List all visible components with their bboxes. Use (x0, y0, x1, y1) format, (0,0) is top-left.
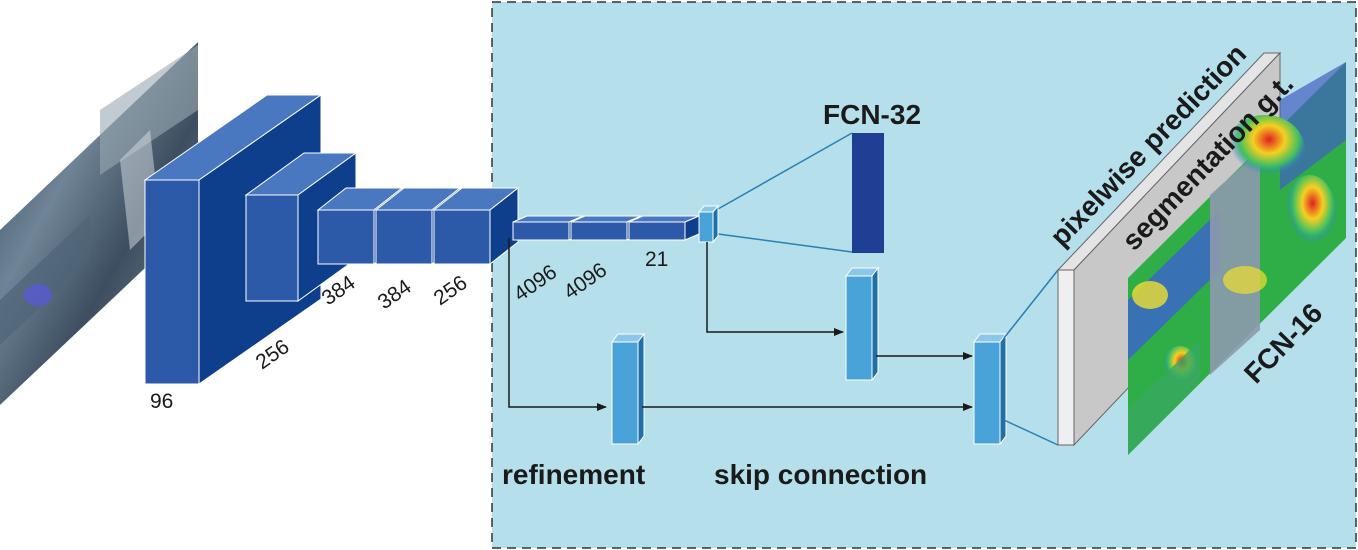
upsample-block (845, 266, 879, 382)
fcn32-label: FCN-32 (823, 99, 921, 130)
score-block (628, 215, 700, 241)
segmentation-heatmap (1128, 62, 1346, 455)
layer1-depth-label: 96 (150, 390, 173, 413)
fcn32-projection-top (717, 132, 853, 210)
score-label: 21 (645, 248, 668, 271)
fcn32-output-bar (852, 133, 884, 253)
connection-arrows (508, 238, 973, 411)
layer4-label: 384 (374, 275, 416, 314)
pool-to-refinement-arrow (508, 238, 607, 411)
skip-connection-label: skip connection (714, 459, 927, 490)
fc-blocks (512, 215, 700, 241)
fcn32-projection-bottom (717, 233, 853, 253)
conv5-block (432, 186, 520, 266)
score-pool-block (697, 204, 720, 244)
layer5-label: 256 (430, 271, 472, 310)
refinement-block (611, 332, 645, 446)
fuse-block (973, 332, 1007, 446)
output-projection-top (1003, 269, 1059, 339)
refinement-label: refinement (502, 459, 645, 490)
score-to-upsample-arrow (706, 242, 844, 336)
decoder-blocks (611, 204, 1007, 446)
encoder-blocks (143, 94, 520, 385)
output-projection-bottom (1003, 419, 1059, 446)
input-image (0, 42, 198, 405)
